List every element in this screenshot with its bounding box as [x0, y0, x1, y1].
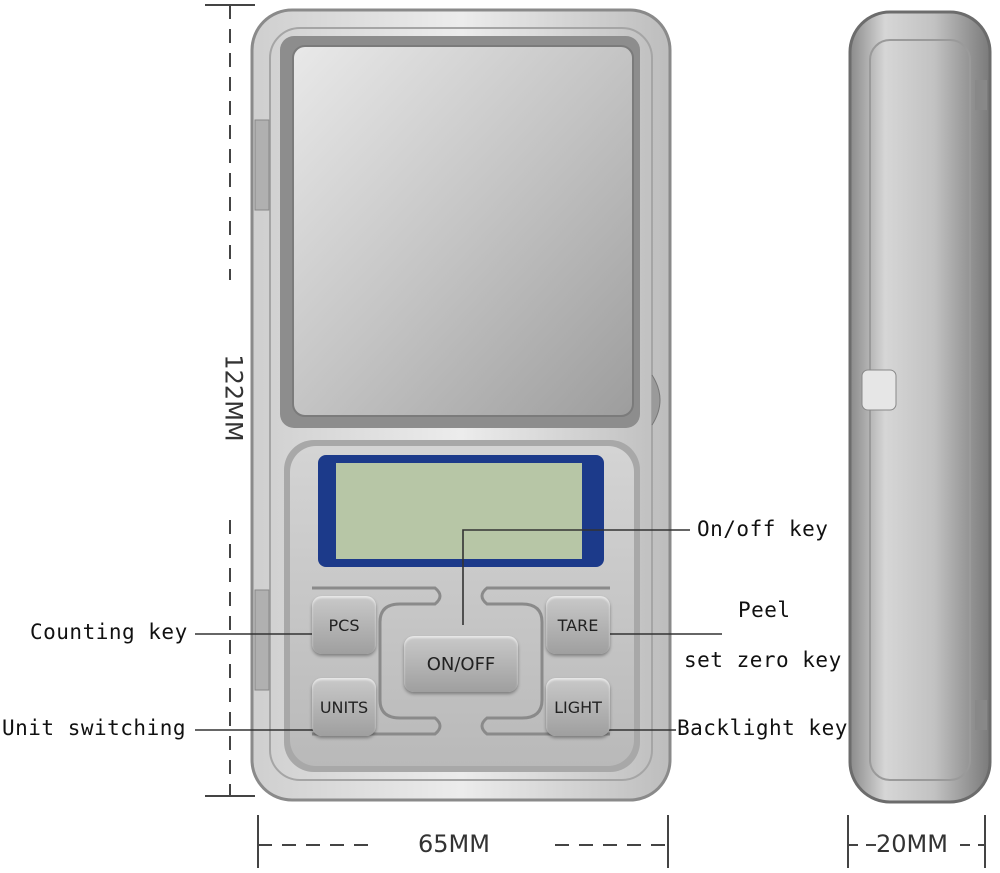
lid-hinge-bottom	[254, 589, 270, 691]
side-body	[848, 10, 992, 804]
light-key[interactable]: LIGHT	[546, 678, 610, 736]
set-zero-callout: set zero key	[684, 648, 842, 672]
units-key[interactable]: UNITS	[312, 678, 376, 736]
onoff-callout: On/off key	[697, 517, 829, 541]
lid-hinge-top	[254, 119, 270, 211]
onoff-leader	[462, 529, 690, 625]
counting-callout: Counting key	[30, 620, 188, 644]
backlight-callout: Backlight key	[677, 716, 848, 740]
lid-latch	[651, 374, 661, 426]
onoff-key[interactable]: ON/OFF	[404, 636, 518, 692]
width-label: 65MM	[418, 830, 490, 858]
pcs-key[interactable]: PCS	[312, 596, 376, 654]
side-latch	[861, 369, 897, 411]
lcd-screen	[336, 463, 582, 559]
side-foot-top	[975, 80, 987, 110]
side-foot-bottom	[975, 700, 987, 730]
tare-key[interactable]: TARE	[546, 596, 610, 654]
right-key-groove	[480, 586, 610, 736]
depth-label: 20MM	[876, 830, 948, 858]
left-key-groove	[312, 586, 442, 736]
height-label: 122MM	[219, 354, 248, 442]
peel-callout: Peel	[738, 598, 791, 622]
scale-side-view	[848, 10, 992, 804]
weighing-platform	[292, 45, 634, 417]
dimension-lines	[205, 4, 986, 868]
unit-switching-callout: Unit switching	[2, 716, 187, 740]
